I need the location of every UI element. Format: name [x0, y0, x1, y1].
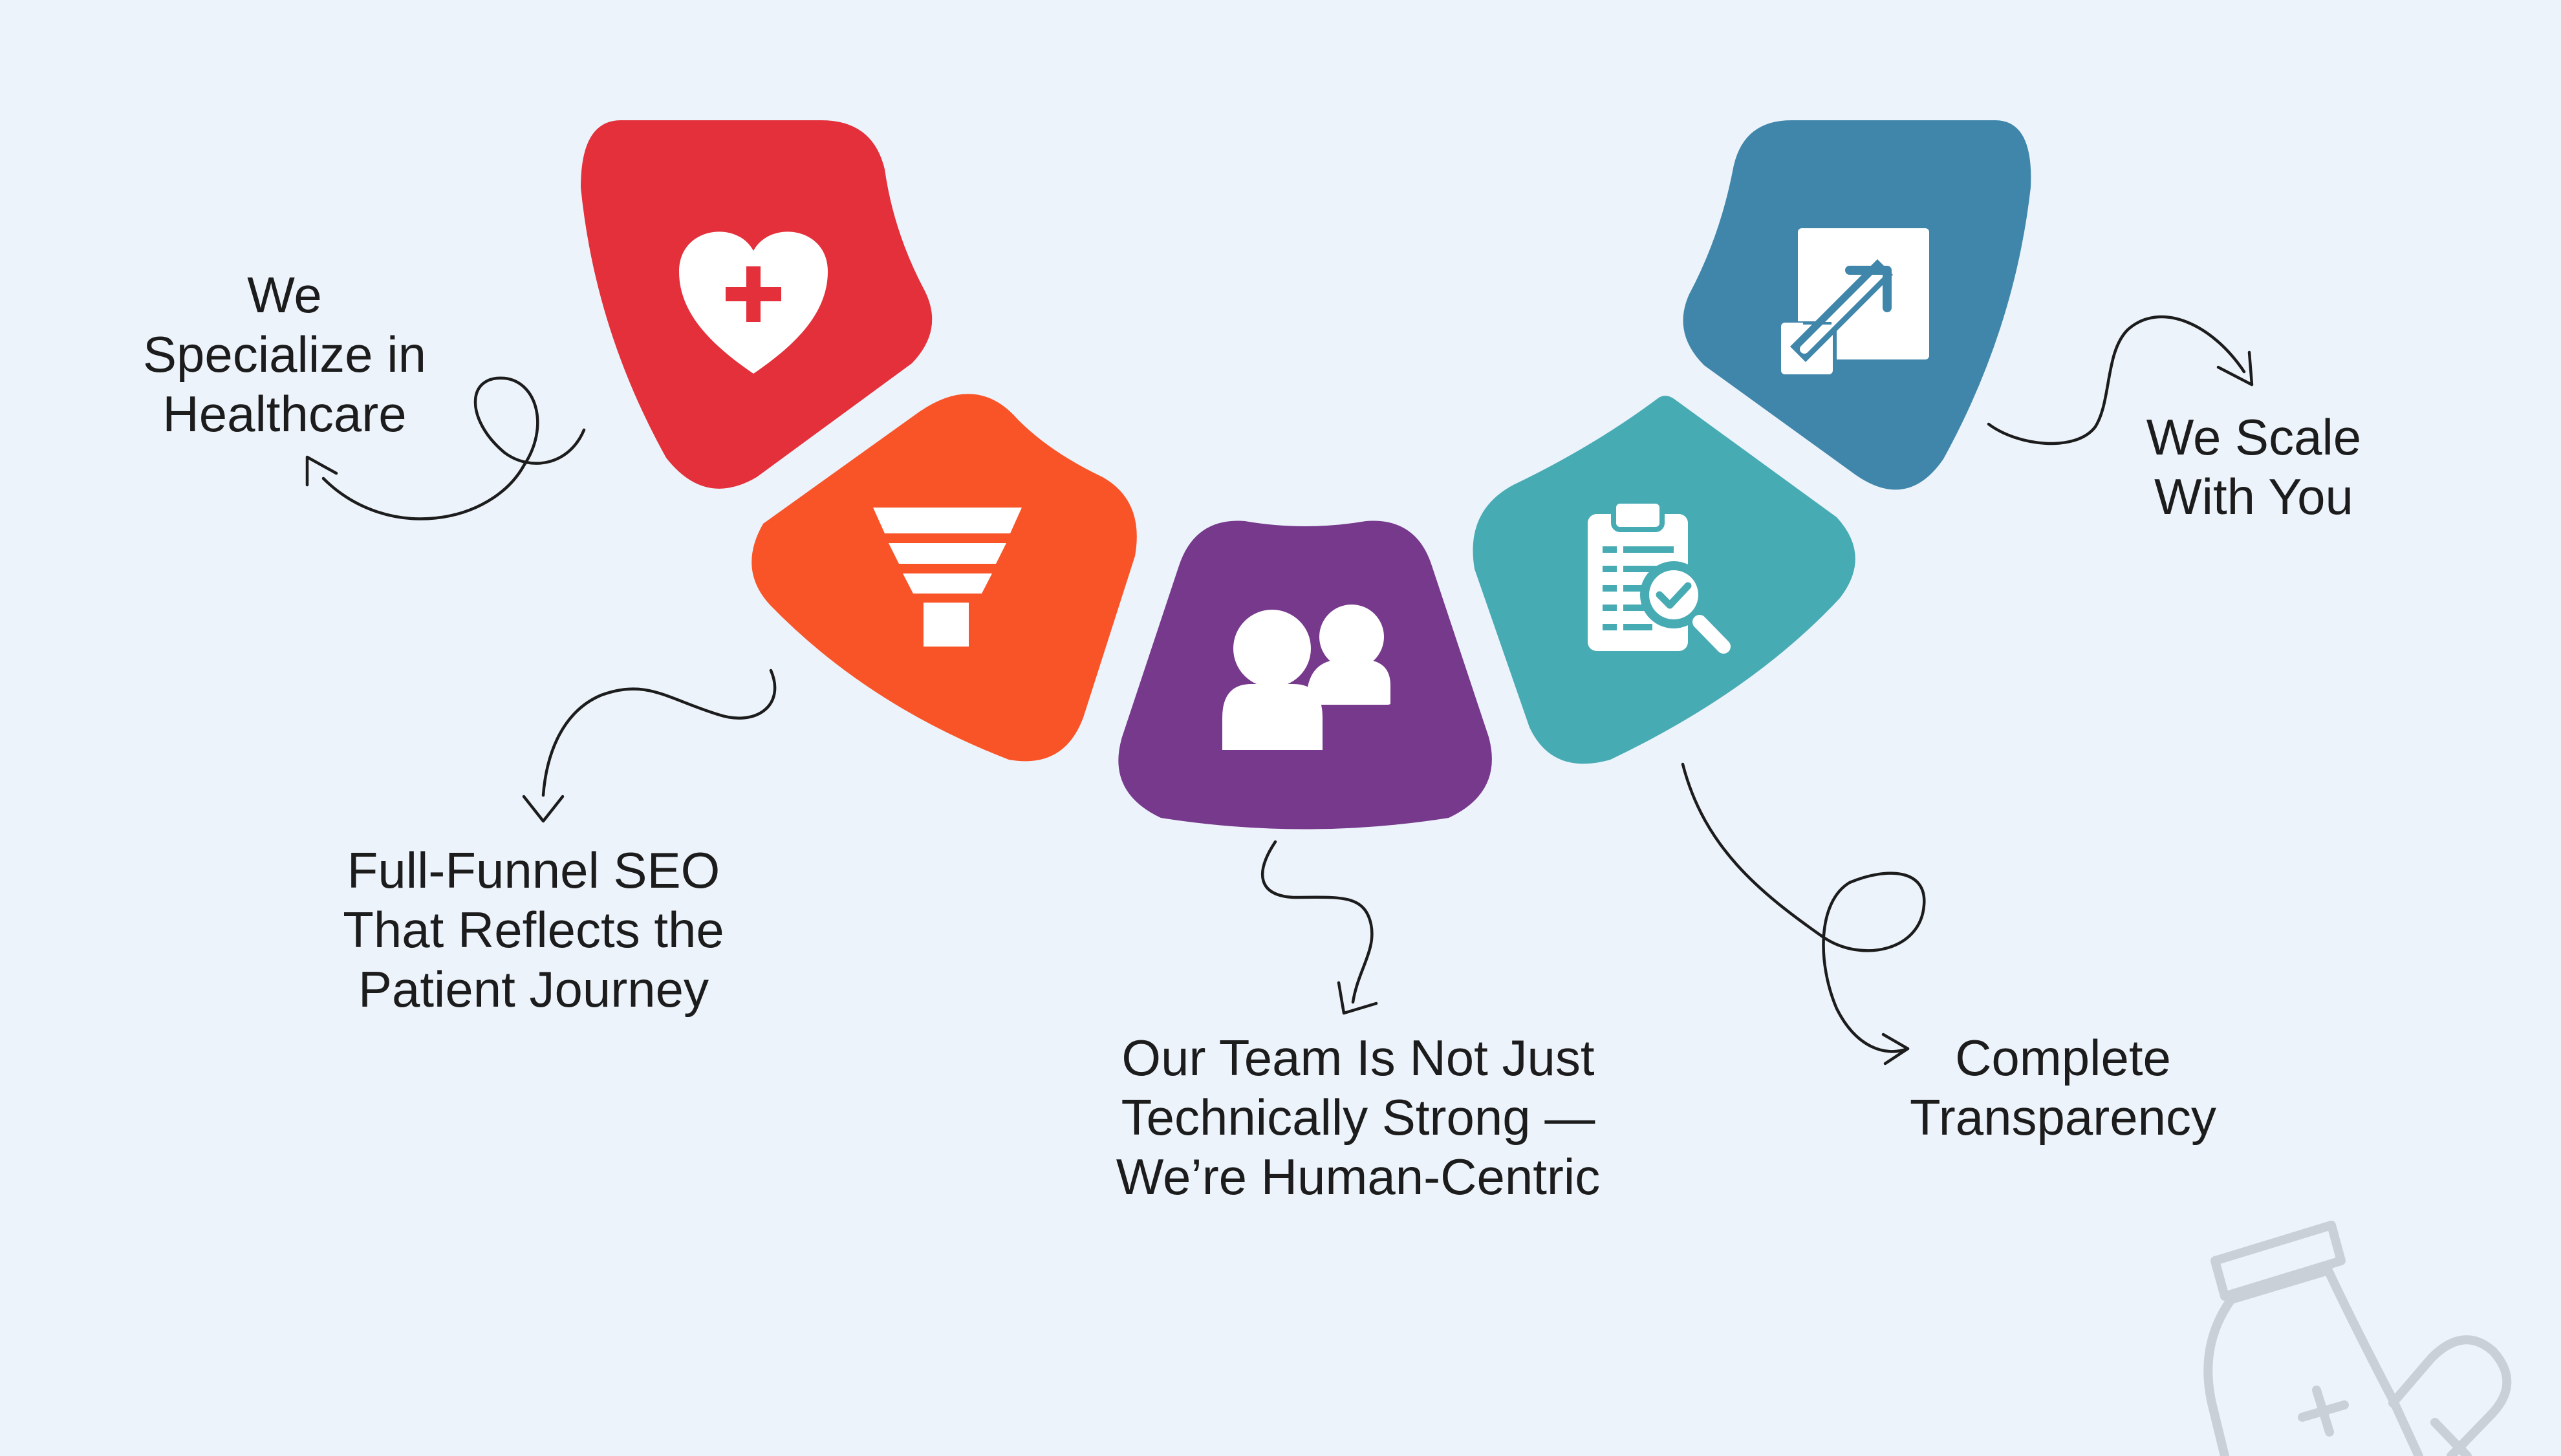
- heart-plus-icon: [679, 231, 828, 374]
- arrow-seo: [522, 669, 777, 823]
- arrow-healthcare: [305, 376, 586, 520]
- clipboard-search-icon: [1588, 498, 1731, 654]
- arrow-transparency: [1681, 762, 1926, 1065]
- users-icon: [1222, 605, 1390, 750]
- label-line: We Scale: [2146, 409, 2362, 466]
- label-line: Transparency: [1910, 1089, 2216, 1146]
- label-line: Our Team Is Not Just: [1121, 1029, 1595, 1086]
- medicine-bottle-capsule-icon: [2203, 1221, 2512, 1456]
- tile-team: [1118, 520, 1492, 830]
- label-line: Full-Funnel SEO: [347, 842, 720, 899]
- arrow-team: [1260, 840, 1378, 1015]
- scale-arrow-icon: [1780, 228, 1929, 378]
- label-line: Complete: [1955, 1029, 2171, 1086]
- label-line: With You: [2154, 468, 2353, 525]
- label-line: We: [247, 266, 322, 323]
- label-line: We’re Human-Centric: [1116, 1148, 1601, 1205]
- label-seo: Full-Funnel SEO That Reflects the Patien…: [291, 840, 776, 1019]
- label-line: Technically Strong —: [1121, 1089, 1595, 1146]
- label-line: Specialize in: [143, 326, 426, 383]
- funnel-icon: [873, 508, 1022, 647]
- label-line: That Reflects the: [343, 901, 724, 958]
- label-line: Patient Journey: [358, 961, 709, 1018]
- label-scale: We Scale With You: [2102, 407, 2406, 526]
- label-team: Our Team Is Not Just Technically Strong …: [1067, 1028, 1649, 1206]
- arrow-scale: [1987, 315, 2254, 445]
- label-line: Healthcare: [162, 385, 407, 442]
- label-transparency: Complete Transparency: [1863, 1028, 2264, 1147]
- label-healthcare: We Specialize in Healthcare: [103, 265, 466, 444]
